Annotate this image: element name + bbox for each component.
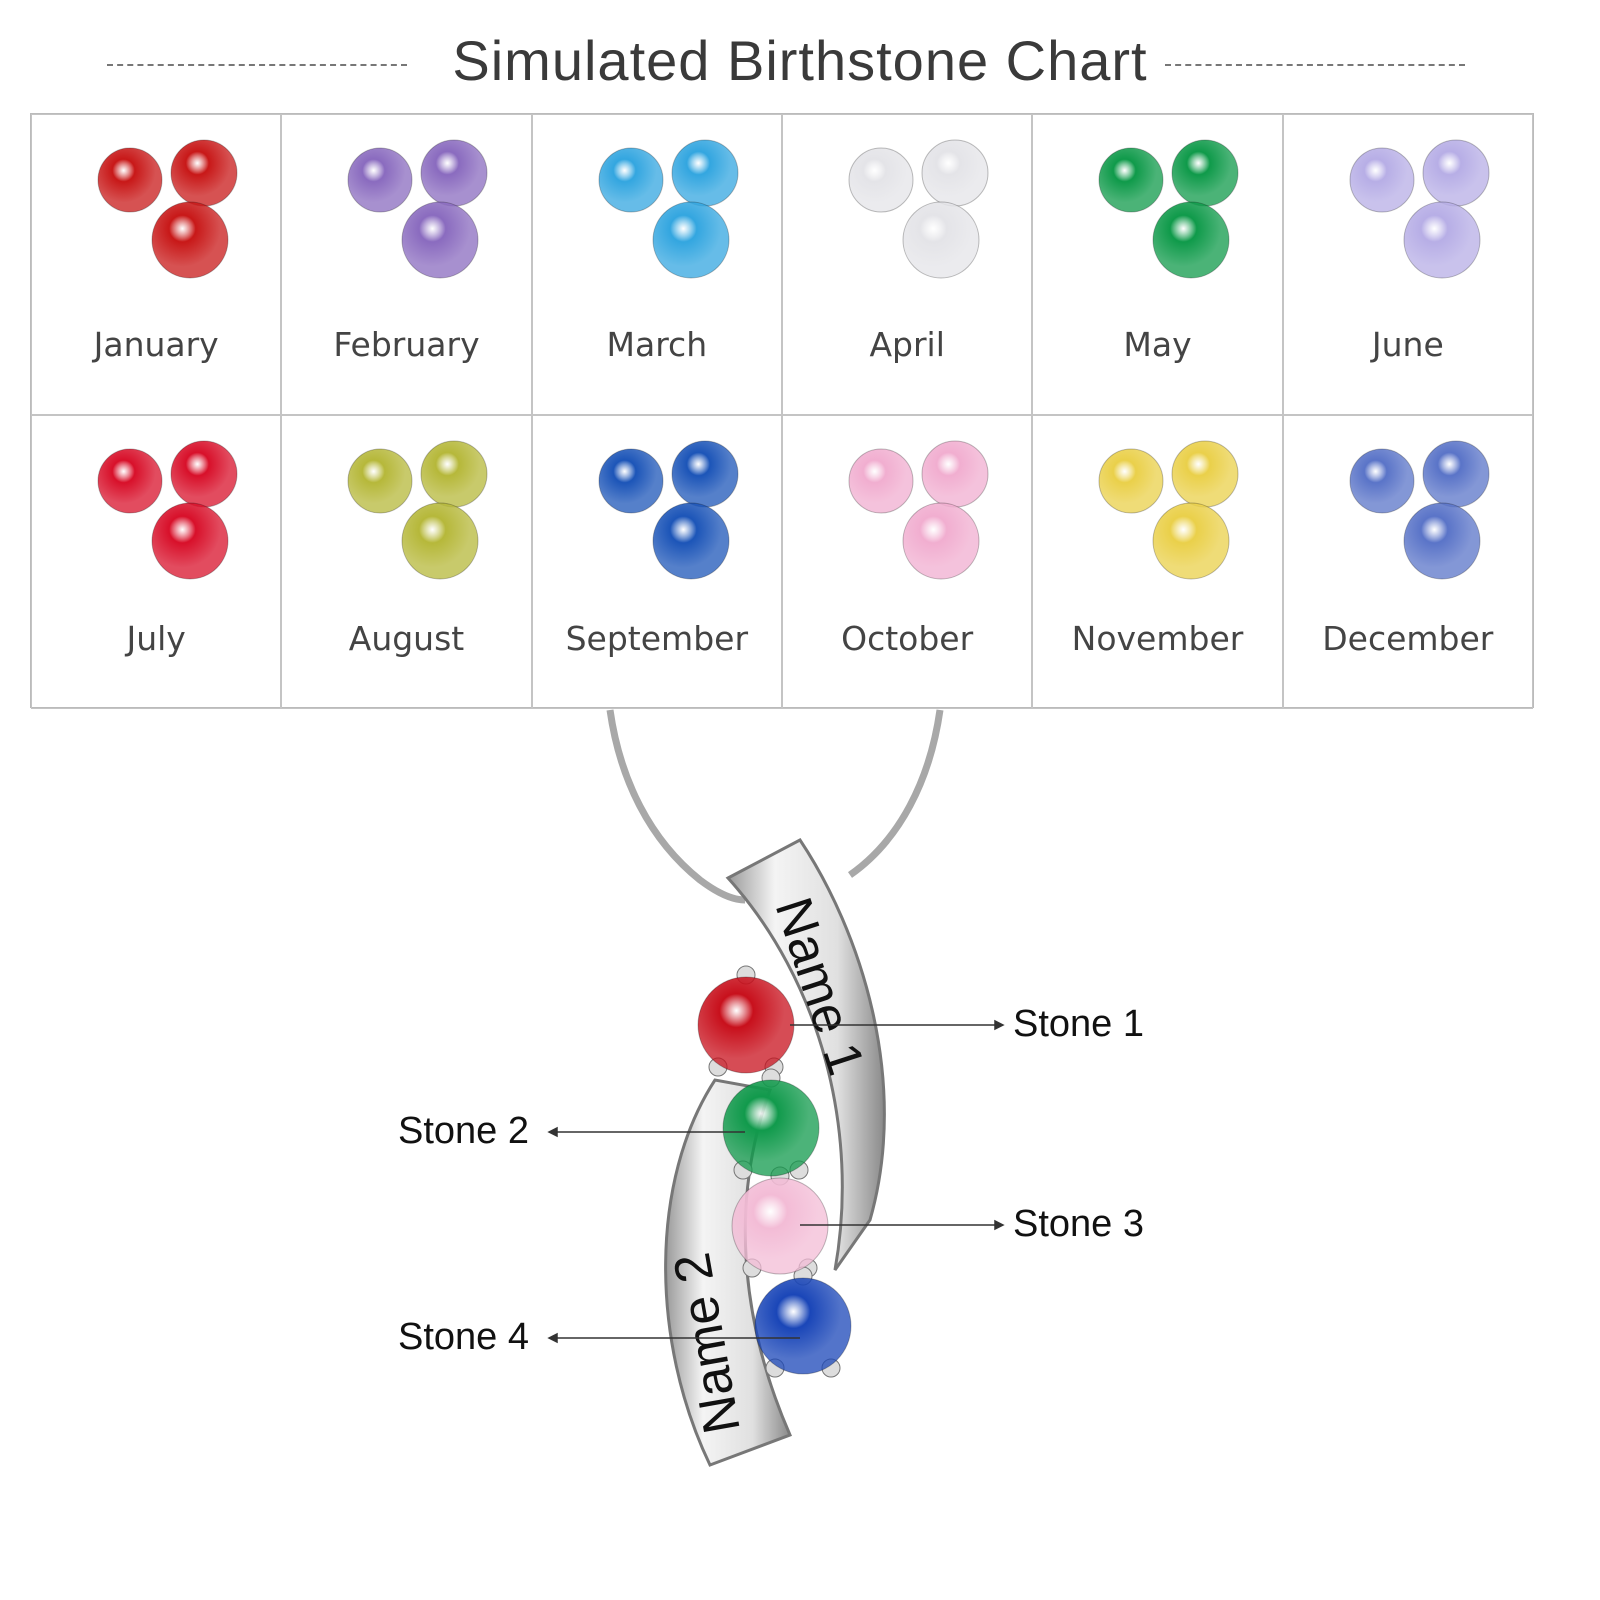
gem bbox=[671, 440, 739, 508]
title-divider-left bbox=[107, 64, 407, 66]
gem bbox=[921, 440, 989, 508]
month-cell-october: October bbox=[781, 415, 1033, 709]
month-label: June bbox=[1371, 325, 1444, 364]
gem bbox=[1152, 201, 1230, 279]
gem bbox=[401, 502, 479, 580]
gem bbox=[1403, 502, 1481, 580]
gem bbox=[97, 147, 163, 213]
month-label: August bbox=[348, 619, 465, 658]
gem bbox=[598, 448, 664, 514]
month-cell-february: February bbox=[281, 114, 532, 415]
gem bbox=[1171, 139, 1239, 207]
gem bbox=[347, 147, 413, 213]
gem bbox=[848, 147, 914, 213]
gem bbox=[1171, 440, 1239, 508]
month-cell-november: November bbox=[1032, 415, 1283, 709]
gem bbox=[1098, 147, 1164, 213]
necklace-illustration: Name 1 Name 2 bbox=[547, 709, 1005, 1467]
gem bbox=[652, 502, 730, 580]
month-label: November bbox=[1071, 619, 1244, 658]
birthstone-icon bbox=[1098, 440, 1239, 580]
pendant-stone-2 bbox=[722, 1079, 820, 1177]
month-label: January bbox=[93, 325, 219, 364]
gem bbox=[652, 201, 730, 279]
birthstone-icon bbox=[598, 440, 739, 580]
birthstone-icon bbox=[1349, 440, 1490, 580]
month-label: April bbox=[869, 325, 945, 364]
stone-1-label: Stone 1 bbox=[1013, 1003, 1144, 1045]
month-cell-march: March bbox=[531, 114, 782, 415]
pendant-stone-1 bbox=[697, 976, 795, 1074]
gem bbox=[401, 201, 479, 279]
gem bbox=[1422, 440, 1490, 508]
gem bbox=[97, 448, 163, 514]
month-label: February bbox=[333, 325, 480, 364]
gem bbox=[420, 440, 488, 508]
month-cell-august: August bbox=[281, 415, 532, 709]
gem bbox=[347, 448, 413, 514]
month-cell-july: July bbox=[31, 415, 282, 709]
month-label: October bbox=[841, 619, 974, 658]
gem bbox=[598, 147, 664, 213]
gem bbox=[420, 139, 488, 207]
gem bbox=[170, 440, 238, 508]
birthstone-icon bbox=[1098, 139, 1239, 279]
month-label: December bbox=[1322, 619, 1494, 658]
month-label: March bbox=[606, 325, 708, 364]
gem bbox=[1152, 502, 1230, 580]
stone-2-label: Stone 2 bbox=[398, 1110, 529, 1152]
gem bbox=[671, 139, 739, 207]
gem bbox=[1349, 147, 1415, 213]
stone-4-label: Stone 4 bbox=[398, 1316, 529, 1358]
chain bbox=[606, 709, 944, 904]
gem bbox=[1349, 448, 1415, 514]
month-cell-january: January bbox=[31, 114, 282, 415]
birthstone-icon bbox=[97, 440, 238, 580]
gem bbox=[902, 201, 980, 279]
gem bbox=[921, 139, 989, 207]
gem bbox=[1422, 139, 1490, 207]
month-cell-june: June bbox=[1282, 114, 1533, 415]
title-divider-right bbox=[1165, 64, 1465, 66]
birthstone-icon bbox=[1349, 139, 1490, 279]
stone-3-label: Stone 3 bbox=[1013, 1203, 1144, 1245]
callout-lines bbox=[547, 1019, 1005, 1344]
month-label: May bbox=[1123, 325, 1192, 364]
pendant-stone-4 bbox=[754, 1277, 852, 1375]
birthstone-icon bbox=[848, 139, 989, 279]
page-title: Simulated Birthstone Chart bbox=[452, 29, 1148, 92]
birthstone-icon bbox=[347, 440, 488, 580]
gem bbox=[151, 201, 229, 279]
month-label: September bbox=[565, 619, 749, 658]
gem bbox=[1098, 448, 1164, 514]
birthstone-icon bbox=[347, 139, 488, 279]
pendant-stone-3 bbox=[731, 1177, 829, 1275]
month-cell-april: April bbox=[781, 114, 1033, 415]
gem bbox=[170, 139, 238, 207]
month-cell-december: December bbox=[1282, 415, 1533, 709]
birthstone-icon bbox=[848, 440, 989, 580]
birthstone-icon bbox=[97, 139, 238, 279]
birthstone-icon bbox=[598, 139, 739, 279]
month-cell-september: September bbox=[531, 415, 782, 709]
gem bbox=[151, 502, 229, 580]
month-cell-may: May bbox=[1032, 114, 1283, 415]
gem bbox=[902, 502, 980, 580]
month-label: July bbox=[126, 619, 186, 658]
gem bbox=[1403, 201, 1481, 279]
gem bbox=[848, 448, 914, 514]
